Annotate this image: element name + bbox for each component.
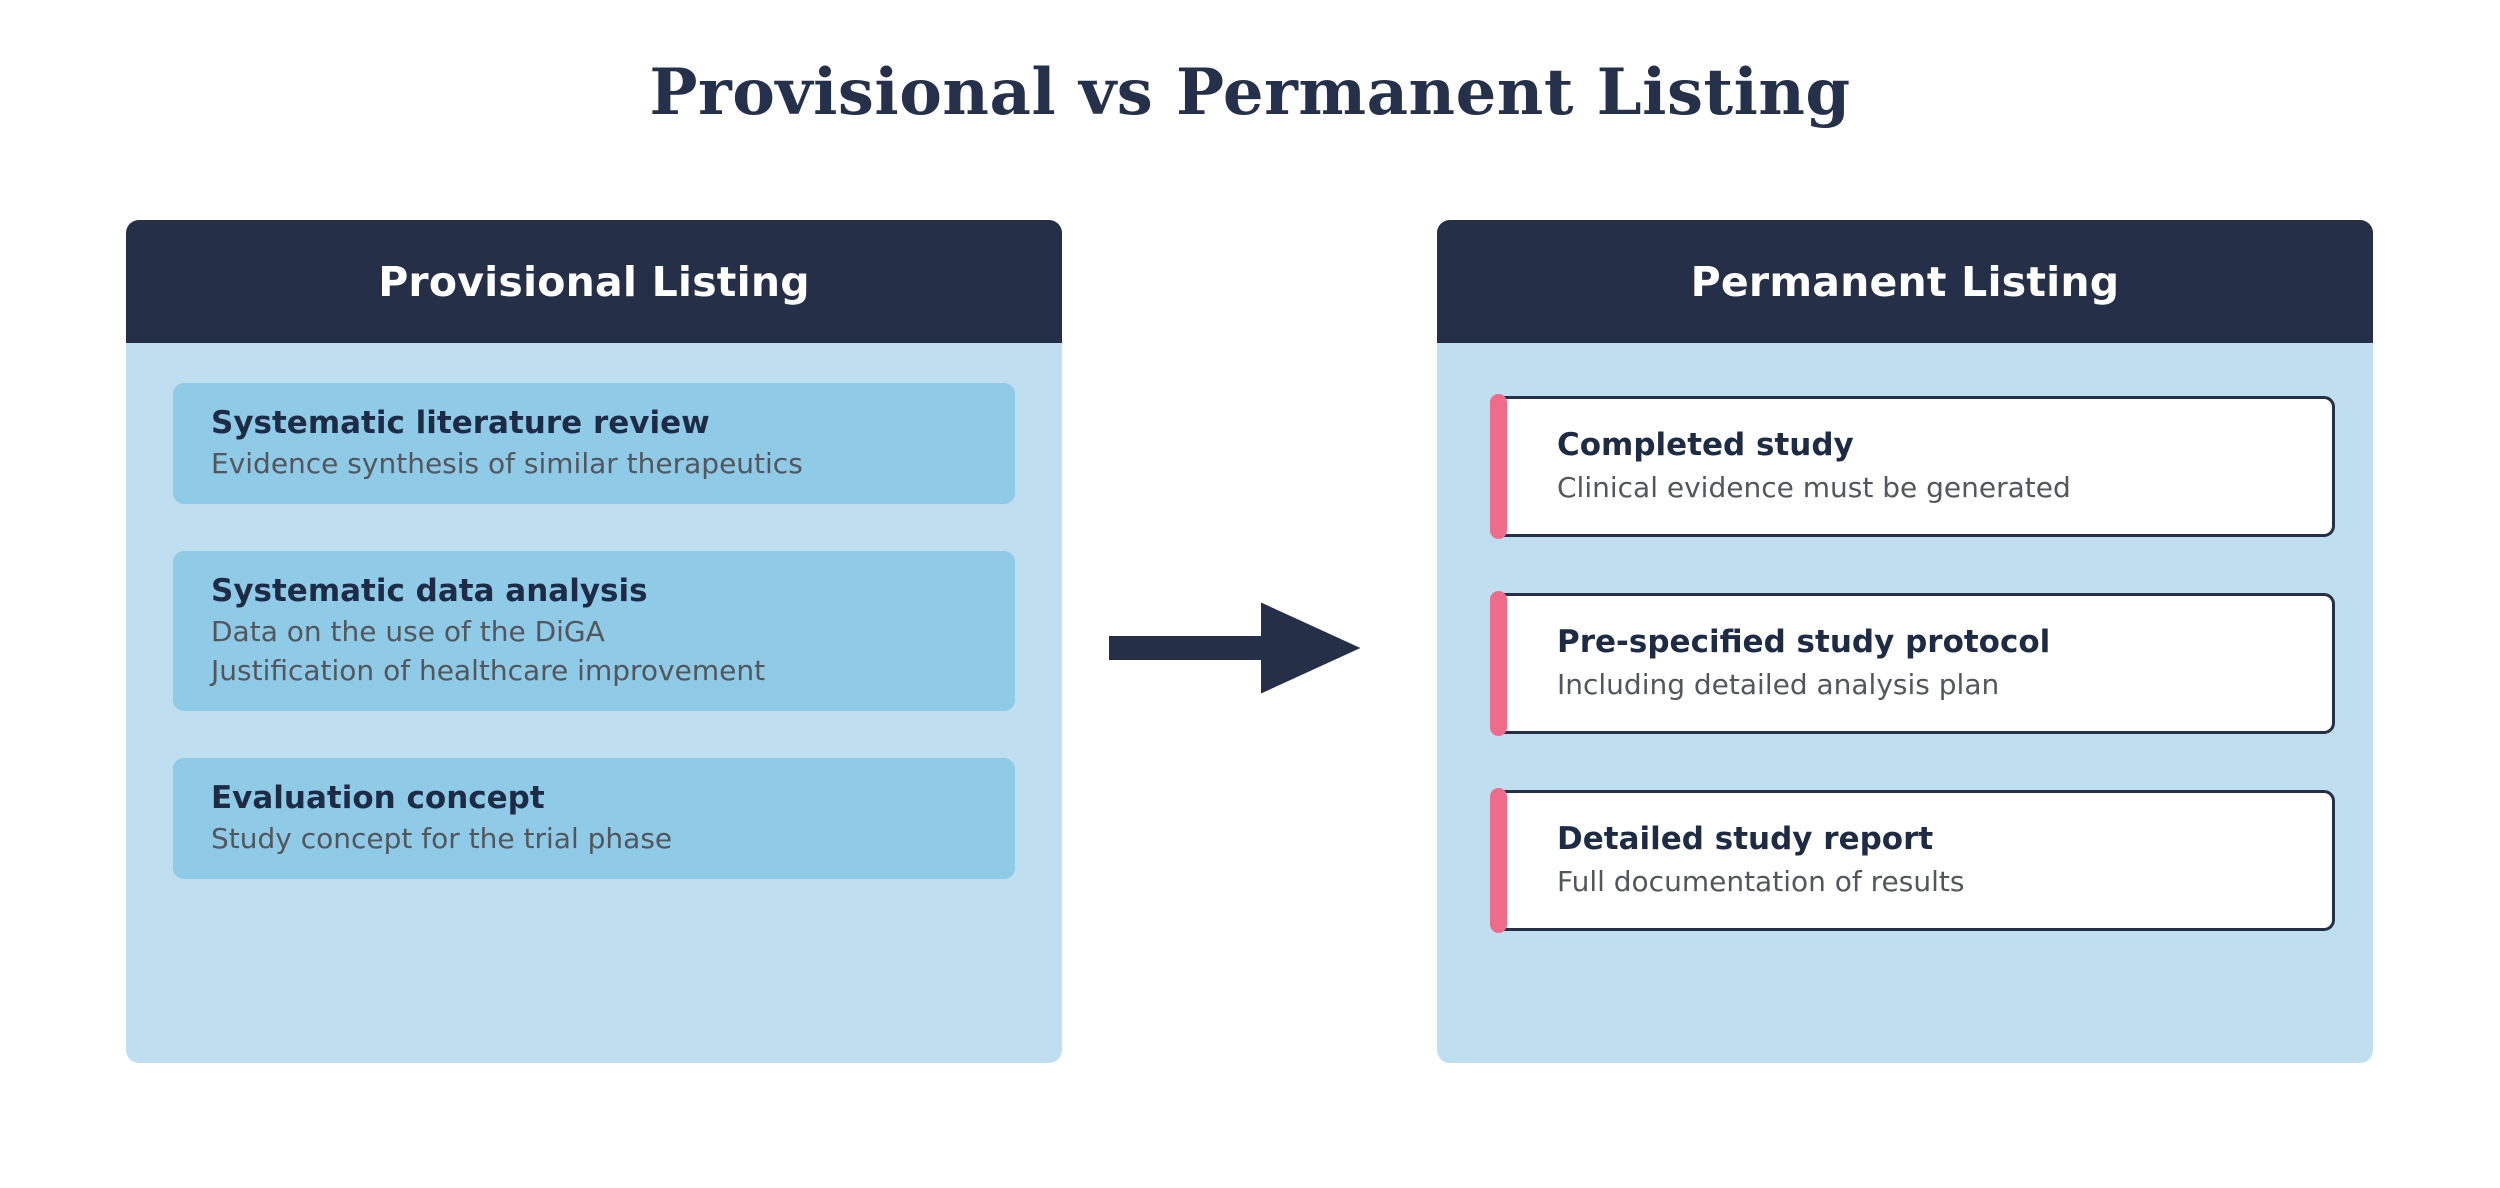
- accent-bar-icon: [1490, 394, 1507, 539]
- card-description-line: Justification of healthcare improvement: [211, 654, 766, 687]
- card-description-line: Clinical evidence must be generated: [1557, 471, 2071, 504]
- permanent-panel-header: Permanent Listing: [1437, 220, 2373, 343]
- provisional-panel-title: Provisional Listing: [378, 257, 810, 306]
- permanent-listing-panel: Permanent Listing Completed study Clinic…: [1437, 220, 2373, 1063]
- permanent-panel-body: Completed study Clinical evidence must b…: [1437, 343, 2373, 1063]
- card-title: Evaluation concept: [211, 780, 545, 816]
- flow-arrow: [1100, 600, 1370, 720]
- card-title: Detailed study report: [1557, 821, 1934, 857]
- accent-bar-icon: [1490, 591, 1507, 736]
- card-title: Systematic data analysis: [211, 573, 648, 609]
- permanent-card-1[interactable]: Completed study Clinical evidence must b…: [1490, 394, 2335, 539]
- page-title: Provisional vs Permanent Listing: [649, 55, 1851, 130]
- card-description-line: Data on the use of the DiGA: [211, 615, 605, 648]
- card-content: Detailed study report Full documentation…: [1493, 793, 2332, 928]
- provisional-panel-body: Systematic literature review Evidence sy…: [126, 343, 1062, 1063]
- card-content: Pre-specified study protocol Including d…: [1493, 596, 2332, 731]
- provisional-panel-header: Provisional Listing: [126, 220, 1062, 343]
- permanent-panel-title: Permanent Listing: [1690, 257, 2120, 306]
- right-arrow-icon: [1109, 602, 1361, 694]
- card-description-line: Study concept for the trial phase: [211, 822, 673, 855]
- provisional-card-2[interactable]: Systematic data analysis Data on the use…: [173, 551, 1015, 711]
- card-description-line: Evidence synthesis of similar therapeuti…: [211, 447, 803, 480]
- card-description-line: Including detailed analysis plan: [1557, 668, 2000, 701]
- accent-bar-icon: [1490, 788, 1507, 933]
- card-content: Completed study Clinical evidence must b…: [1493, 399, 2332, 534]
- permanent-card-3[interactable]: Detailed study report Full documentation…: [1490, 788, 2335, 933]
- provisional-card-1[interactable]: Systematic literature review Evidence sy…: [173, 383, 1015, 504]
- provisional-card-3[interactable]: Evaluation concept Study concept for the…: [173, 758, 1015, 879]
- card-title: Completed study: [1557, 427, 1854, 463]
- card-description-line: Full documentation of results: [1557, 865, 1965, 898]
- provisional-listing-panel: Provisional Listing Systematic literatur…: [126, 220, 1062, 1063]
- card-title: Pre-specified study protocol: [1557, 624, 2051, 660]
- card-title: Systematic literature review: [211, 405, 710, 441]
- permanent-card-2[interactable]: Pre-specified study protocol Including d…: [1490, 591, 2335, 736]
